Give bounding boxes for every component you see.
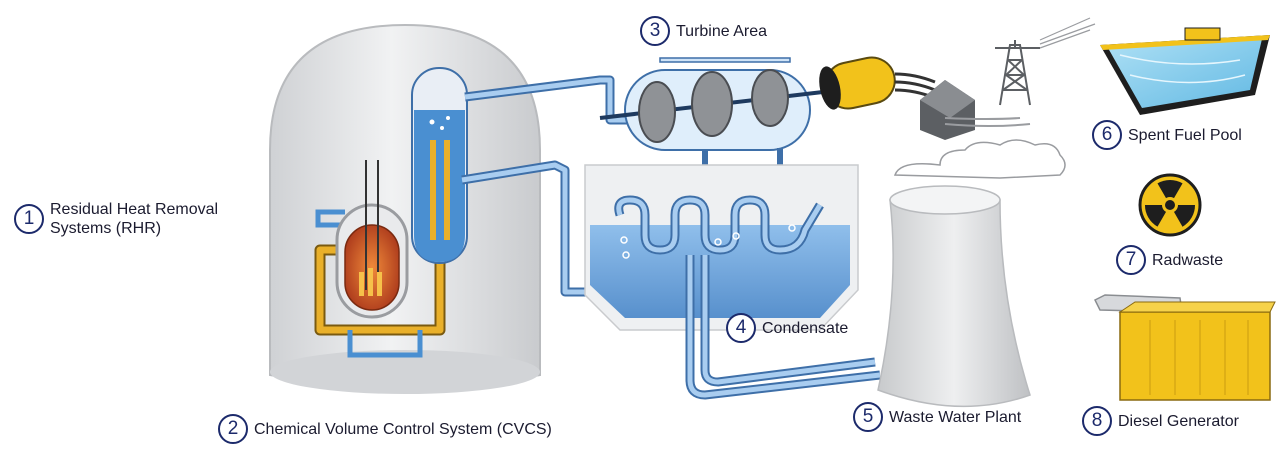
cooling-tower [877, 139, 1066, 408]
callout-label-spent-fuel: Spent Fuel Pool [1128, 126, 1242, 144]
callout-radwaste: 7 Radwaste [1116, 245, 1223, 275]
callout-label-radwaste: Radwaste [1152, 251, 1224, 269]
callout-cvcs: 2 Chemical Volume Control System (CVCS) [218, 414, 552, 444]
radiation-symbol [1138, 173, 1202, 237]
callout-number-5: 5 [853, 402, 883, 432]
steam-generator [411, 67, 468, 264]
callout-number-4: 4 [726, 313, 756, 343]
callout-spent-fuel: 6 Spent Fuel Pool [1092, 120, 1242, 150]
callout-condensate: 4 Condensate [726, 313, 848, 343]
containment-dome [269, 23, 541, 394]
feedwater-line [461, 160, 600, 297]
transformer [920, 80, 1031, 140]
callout-number-8: 8 [1082, 406, 1112, 436]
rhr-loop-pipe [315, 209, 423, 358]
callout-number-3: 3 [640, 16, 670, 46]
callout-label-diesel: Diesel Generator [1118, 412, 1239, 430]
callout-label-condensate: Condensate [762, 319, 849, 337]
callout-number-1: 1 [14, 204, 44, 234]
turbine [599, 57, 841, 165]
callout-label-cvcs: Chemical Volume Control System (CVCS) [254, 420, 552, 438]
callout-turbine: 3 Turbine Area [640, 16, 767, 46]
diesel-generator [1093, 294, 1276, 401]
transmission-tower [995, 17, 1096, 106]
condenser [584, 164, 859, 331]
callout-number-2: 2 [218, 414, 248, 444]
callout-label-waste-water: Waste Water Plant [889, 408, 1022, 426]
callout-label-turbine: Turbine Area [676, 22, 768, 40]
callout-rhr: 1 Residual Heat Removal Systems (RHR) [14, 200, 218, 238]
callout-diesel: 8 Diesel Generator [1082, 406, 1239, 436]
reactor-vessel [335, 160, 409, 319]
primary-loop-pipe [314, 134, 446, 336]
callout-label-rhr: Residual Heat Removal Systems (RHR) [50, 201, 219, 237]
cooling-water-pipes [685, 255, 881, 400]
steam-line [464, 75, 630, 125]
callout-waste-water: 5 Waste Water Plant [853, 402, 1021, 432]
spent-fuel-pool [1100, 27, 1270, 115]
generator [819, 56, 936, 110]
callout-number-6: 6 [1092, 120, 1122, 150]
callout-number-7: 7 [1116, 245, 1146, 275]
